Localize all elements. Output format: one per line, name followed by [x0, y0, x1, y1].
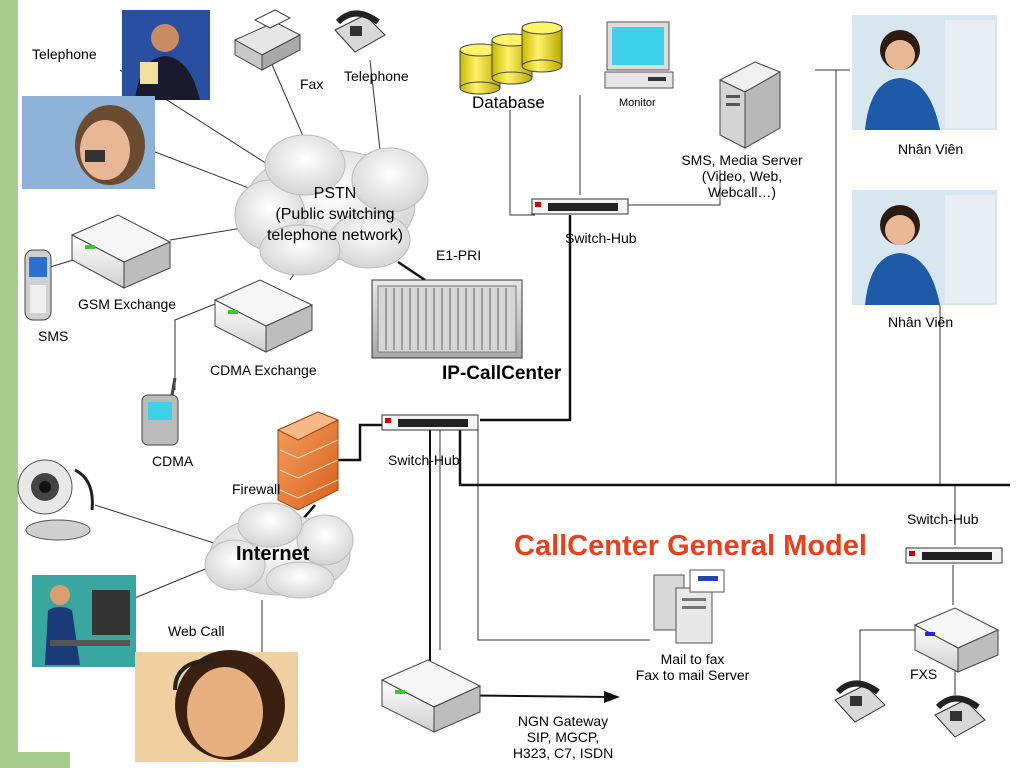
photo-agent-middle — [852, 190, 997, 305]
label-gsm-exchange: GSM Exchange — [78, 296, 177, 312]
mail-fax-server-icon — [653, 569, 725, 644]
label-internet: Internet — [236, 543, 310, 565]
webcam-icon — [17, 459, 94, 541]
gsm-exchange-icon — [70, 214, 172, 289]
thick-lines — [284, 215, 1010, 541]
desk-phone-fxs-right-icon — [934, 695, 986, 738]
switch-hub-right-icon — [905, 547, 1003, 564]
left-accent-bar-bottom — [0, 752, 70, 768]
label-sms: SMS — [38, 328, 69, 344]
label-mail-fax-server: Mail to fax Fax to mail Server — [620, 651, 765, 683]
label-ngn-line3: H323, C7, ISDN — [512, 745, 614, 761]
label-agent-2: Nhân Viên — [888, 314, 954, 330]
internet-cloud — [204, 502, 354, 599]
monitor-icon — [604, 21, 674, 89]
label-cdma-exchange: CDMA Exchange — [210, 362, 317, 378]
label-monitor: Monitor — [619, 97, 656, 109]
firewall-icon — [276, 411, 340, 511]
label-sms-media-server-line3: Webcall…) — [707, 184, 777, 200]
label-ngn-line2: SIP, MGCP, — [526, 729, 600, 745]
switch-hub-top-icon — [531, 198, 629, 215]
diagram-title: CallCenter General Model — [514, 530, 867, 562]
label-e1-pri: E1-PRI — [436, 247, 482, 263]
switch-hub-mid-icon — [381, 414, 479, 431]
label-pstn-line2: (Public switching — [275, 206, 395, 223]
left-accent-bar — [0, 0, 18, 768]
label-fax: Fax — [300, 76, 324, 92]
label-fxs: FXS — [910, 666, 938, 682]
photo-headset-woman — [135, 650, 298, 762]
media-server-icon — [718, 61, 782, 149]
ngn-arrow-head — [604, 691, 620, 703]
pstn-cloud — [234, 134, 429, 276]
label-pstn-line1: PSTN — [313, 185, 357, 202]
label-switch-hub-right: Switch-Hub — [907, 511, 979, 527]
fxs-gateway-icon — [913, 607, 1000, 673]
label-agent-1: Nhân Viên — [898, 141, 964, 157]
label-firewall: Firewall — [232, 481, 281, 497]
desk-phone-top-icon — [334, 10, 386, 53]
label-telephone-top: Telephone — [344, 68, 409, 84]
label-telephone-left: Telephone — [32, 46, 97, 62]
label-cdma: CDMA — [152, 453, 194, 469]
label-mail-fax-line1: Mail to fax — [660, 651, 725, 667]
database-icon — [459, 21, 563, 95]
label-database: Database — [472, 93, 545, 112]
label-switch-hub-top: Switch-Hub — [565, 230, 637, 246]
gsm-mobile-icon — [24, 249, 52, 321]
ngn-gateway-icon — [380, 659, 482, 733]
label-sms-media-server: SMS, Media Server (Video, Web, Webcall…) — [672, 152, 812, 200]
label-mail-fax-line2: Fax to mail Server — [635, 667, 750, 683]
label-web-call: Web Call — [168, 623, 225, 639]
label-sms-media-server-line2: (Video, Web, — [701, 168, 783, 184]
photo-woman-phone — [22, 96, 155, 189]
photo-web-user — [32, 575, 136, 667]
label-sms-media-server-line1: SMS, Media Server — [681, 152, 803, 168]
label-ip-callcenter: IP-CallCenter — [442, 363, 562, 384]
fax-icon — [233, 9, 302, 71]
photo-businessman — [122, 10, 210, 100]
label-pstn: PSTN (Public switching telephone network… — [250, 183, 420, 246]
label-switch-hub-mid: Switch-Hub — [388, 452, 460, 468]
label-ngn-line1: NGN Gateway — [517, 713, 609, 729]
cdma-exchange-icon — [213, 279, 314, 353]
ip-callcenter-rack-icon — [371, 279, 523, 359]
label-ngn-gateway: NGN Gateway SIP, MGCP, H323, C7, ISDN — [498, 713, 628, 761]
label-pstn-line3: telephone network) — [266, 227, 404, 244]
desk-phone-fxs-left-icon — [834, 680, 886, 723]
photo-agent-top — [852, 15, 997, 130]
cdma-mobile-icon — [141, 377, 179, 446]
